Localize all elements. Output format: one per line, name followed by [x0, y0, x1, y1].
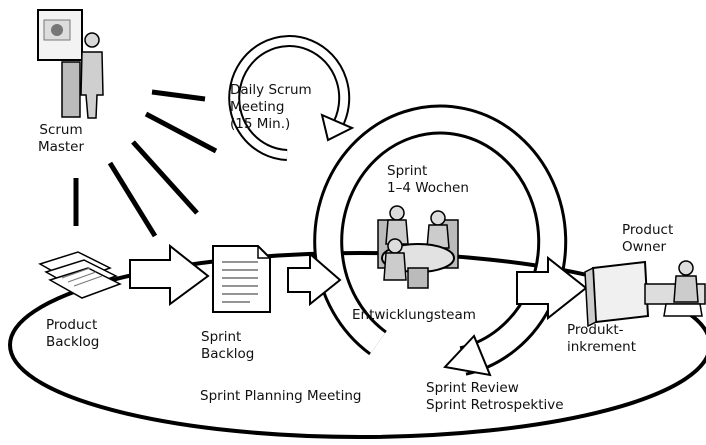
papers-stack-icon [38, 251, 122, 299]
label-daily-scrum-meeting: Daily Scrum Meeting (15 Min.) [230, 82, 312, 132]
product-owner-icon [584, 260, 706, 328]
label-scrum-master: Scrum Master [37, 122, 85, 155]
label-sprint-review-retrospektive: Sprint Review Sprint Retrospektive [426, 380, 564, 413]
flow-arrow-backlog-to-sprint [129, 243, 210, 306]
label-product-owner: Product Owner [622, 222, 674, 255]
daily-scrum-cycle-arrow [228, 35, 355, 161]
label-sprint-backlog: Sprint Backlog [201, 329, 255, 362]
document-icon [212, 245, 271, 313]
label-entwicklungsteam: Entwicklungsteam [352, 307, 476, 323]
label-sprint-planning-meeting: Sprint Planning Meeting [200, 388, 362, 404]
label-produktinkrement: Produkt- inkrement [567, 322, 636, 355]
label-sprint-duration: Sprint 1–4 Wochen [387, 163, 469, 196]
team-table-icon [377, 205, 459, 289]
scrum-master-lines [73, 89, 218, 238]
flow-arrow-sprint-backlog-to-team [287, 251, 342, 307]
flow-arrow-team-to-increment [516, 255, 588, 321]
presenter-icon [37, 9, 104, 119]
label-product-backlog: Product Backlog [46, 317, 100, 350]
